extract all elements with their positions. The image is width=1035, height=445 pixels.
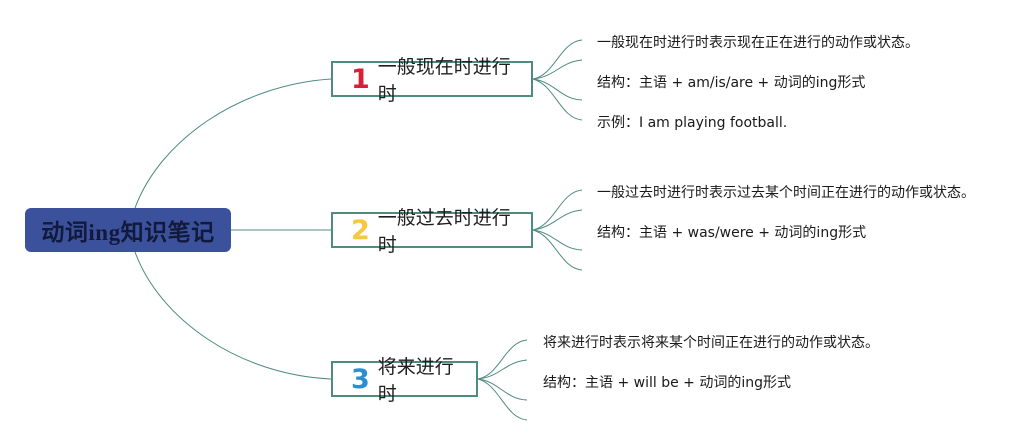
root-label: 动词ing知识笔记: [41, 220, 215, 245]
branch-label-2: 一般过去时进行时: [377, 207, 511, 256]
connector-root-branch-1: [134, 78, 332, 209]
connector-b1-leaf-3: [532, 78, 583, 101]
connector-b2-leaf-3: [532, 229, 583, 251]
branch-node-1[interactable]: 1 一般现在时进行时: [331, 56, 533, 105]
leaf-b1-2: 结构：主语 + am/is/are + 动词的ing形式: [597, 75, 866, 91]
leaf-b3-1: 将来进行时表示将来某个时间正在进行的动作或状态。: [543, 335, 879, 351]
connector-b3-leaf-4: [477, 378, 528, 421]
connector-b2-leaf-1: [532, 189, 583, 231]
connector-b2-leaf-4: [532, 229, 583, 271]
connector-b3-leaf-2: [477, 359, 528, 380]
connector-b1-leaf-4: [532, 78, 583, 121]
connector-b3-leaf-1: [477, 339, 528, 380]
branch-node-3[interactable]: 3 将来进行时: [331, 356, 478, 405]
branch-label-3: 将来进行时: [377, 356, 454, 405]
connector-b1-leaf-1: [532, 39, 583, 80]
leaf-b1-1: 一般现在时进行时表示现在正在进行的动作或状态。: [597, 35, 919, 51]
branch-label-1: 一般现在时进行时: [377, 56, 511, 105]
connector-b3-leaf-3: [477, 378, 528, 401]
leaf-b2-2: 结构：主语 + was/were + 动词的ing形式: [597, 225, 867, 241]
leaf-b3-2: 结构：主语 + will be + 动词的ing形式: [543, 375, 791, 391]
leaf-b2-1: 一般过去时进行时表示过去某个时间正在进行的动作或状态。: [597, 185, 975, 201]
root-node[interactable]: 动词ing知识笔记: [25, 208, 231, 252]
connector-b2-leaf-2: [532, 209, 583, 231]
number-1-icon: 1: [351, 63, 370, 95]
connector-b1-leaf-2: [532, 59, 583, 80]
number-3-icon: 3: [351, 363, 370, 395]
number-2-icon: 2: [351, 214, 370, 246]
connector-root-branch-3: [134, 251, 332, 380]
branch-node-2[interactable]: 2 一般过去时进行时: [331, 207, 533, 256]
leaf-b1-3: 示例：I am playing football.: [597, 115, 788, 131]
